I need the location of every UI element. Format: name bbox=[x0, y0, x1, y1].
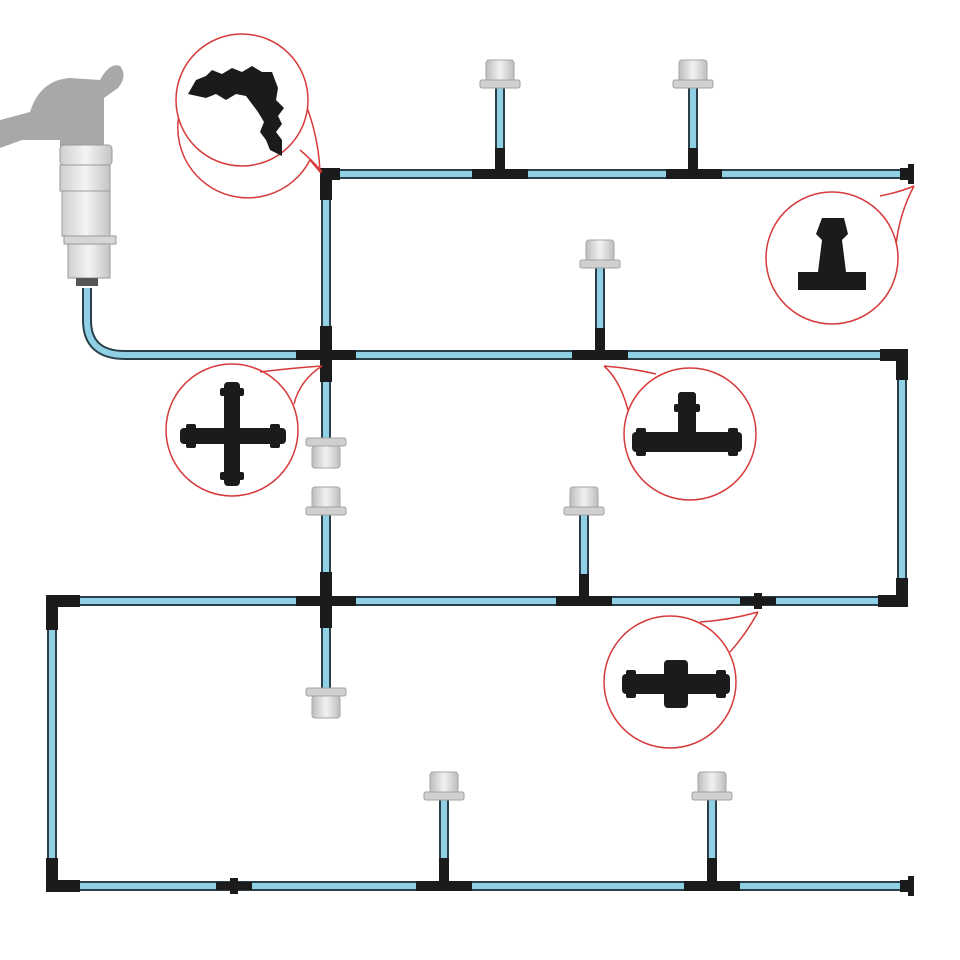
callout-tee bbox=[603, 365, 757, 501]
callout-straight bbox=[603, 611, 759, 749]
elbow-connector-icon bbox=[188, 66, 284, 156]
pipe-network bbox=[47, 88, 912, 891]
cross-connector-icon bbox=[180, 382, 286, 486]
end-plug-fitting bbox=[900, 164, 914, 896]
end-plug-icon bbox=[798, 218, 866, 290]
drip-emitter-icon bbox=[305, 59, 733, 801]
callout-cross bbox=[165, 363, 323, 497]
straight-fitting bbox=[216, 593, 776, 894]
elbow-fitting bbox=[46, 168, 908, 892]
callout-elbow bbox=[175, 33, 323, 199]
faucet-icon bbox=[0, 65, 124, 148]
layout-fittings bbox=[46, 148, 914, 896]
cross-fitting bbox=[296, 326, 356, 628]
tee-fitting bbox=[416, 148, 740, 891]
straight-connector-icon bbox=[622, 660, 730, 708]
tee-connector-icon bbox=[632, 392, 742, 456]
hose-adapter-icon bbox=[59, 144, 117, 286]
callout-end-plug bbox=[765, 185, 915, 325]
